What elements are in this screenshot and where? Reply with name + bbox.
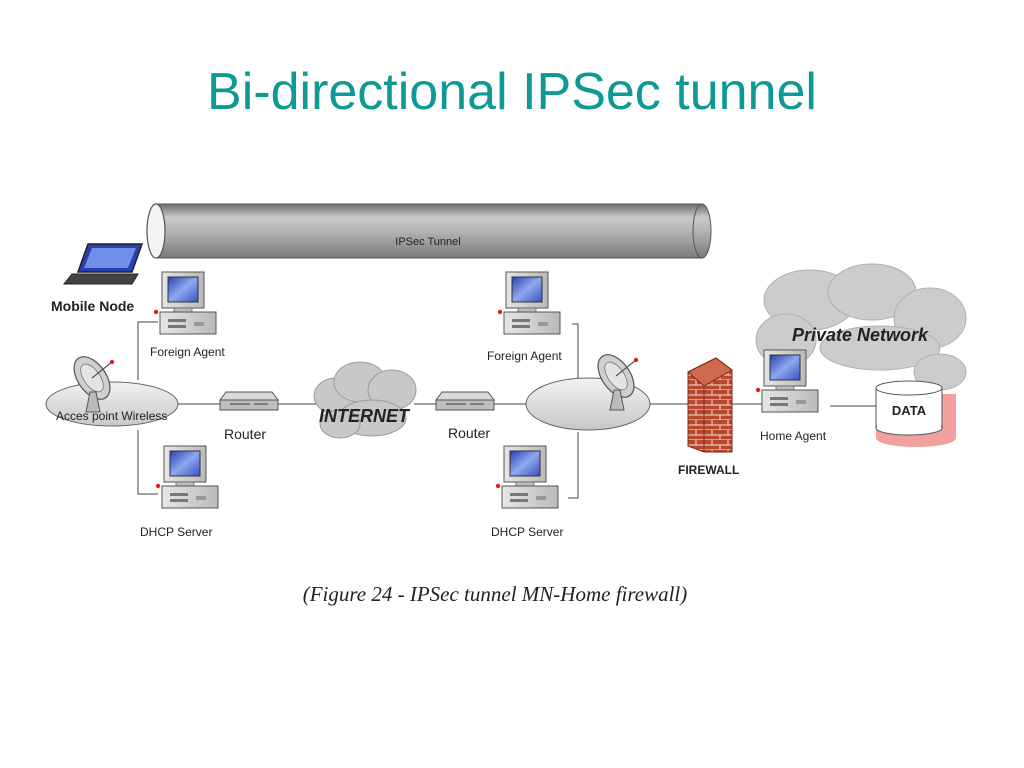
firewall-icon [687,357,733,453]
router-right-icon [435,391,495,411]
internet-cloud-icon [313,361,417,439]
foreign-agent-left-label: Foreign Agent [150,345,225,359]
home-agent-label: Home Agent [760,429,827,443]
dhcp-server-right-label: DHCP Server [491,525,563,539]
private-network-cloud-icon [755,263,967,391]
ipsec-tunnel: IPSec Tunnel [146,203,712,259]
foreign-agent-right-icon [497,271,561,335]
router-right-label: Router [448,425,490,441]
laptop-icon [62,243,144,285]
database-icon [875,380,956,447]
foreign-agent-right-label: Foreign Agent [487,349,562,363]
dhcp-server-left-icon [155,445,219,509]
home-agent-icon [755,349,819,413]
router-left-label: Router [224,426,266,442]
mobile-node-label: Mobile Node [51,298,134,314]
dhcp-server-right-icon [495,445,559,509]
internet-label: INTERNET [319,406,411,426]
firewall-label: FIREWALL [678,463,739,477]
figure-caption: (Figure 24 - IPSec tunnel MN-Home firewa… [302,582,688,606]
router-left-icon [219,391,279,411]
access-point-left-icon [45,349,179,427]
network-links [137,321,878,499]
dhcp-server-left-label: DHCP Server [140,525,212,539]
private-network-label: Private Network [792,325,929,345]
slide-title: Bi-directional IPSec tunnel [207,63,817,121]
tunnel-label: IPSec Tunnel [395,236,460,248]
data-label: DATA [892,403,927,418]
access-point-label: Acces point Wireless [56,409,167,423]
access-point-right-icon [525,347,651,431]
foreign-agent-left-icon [153,271,217,335]
